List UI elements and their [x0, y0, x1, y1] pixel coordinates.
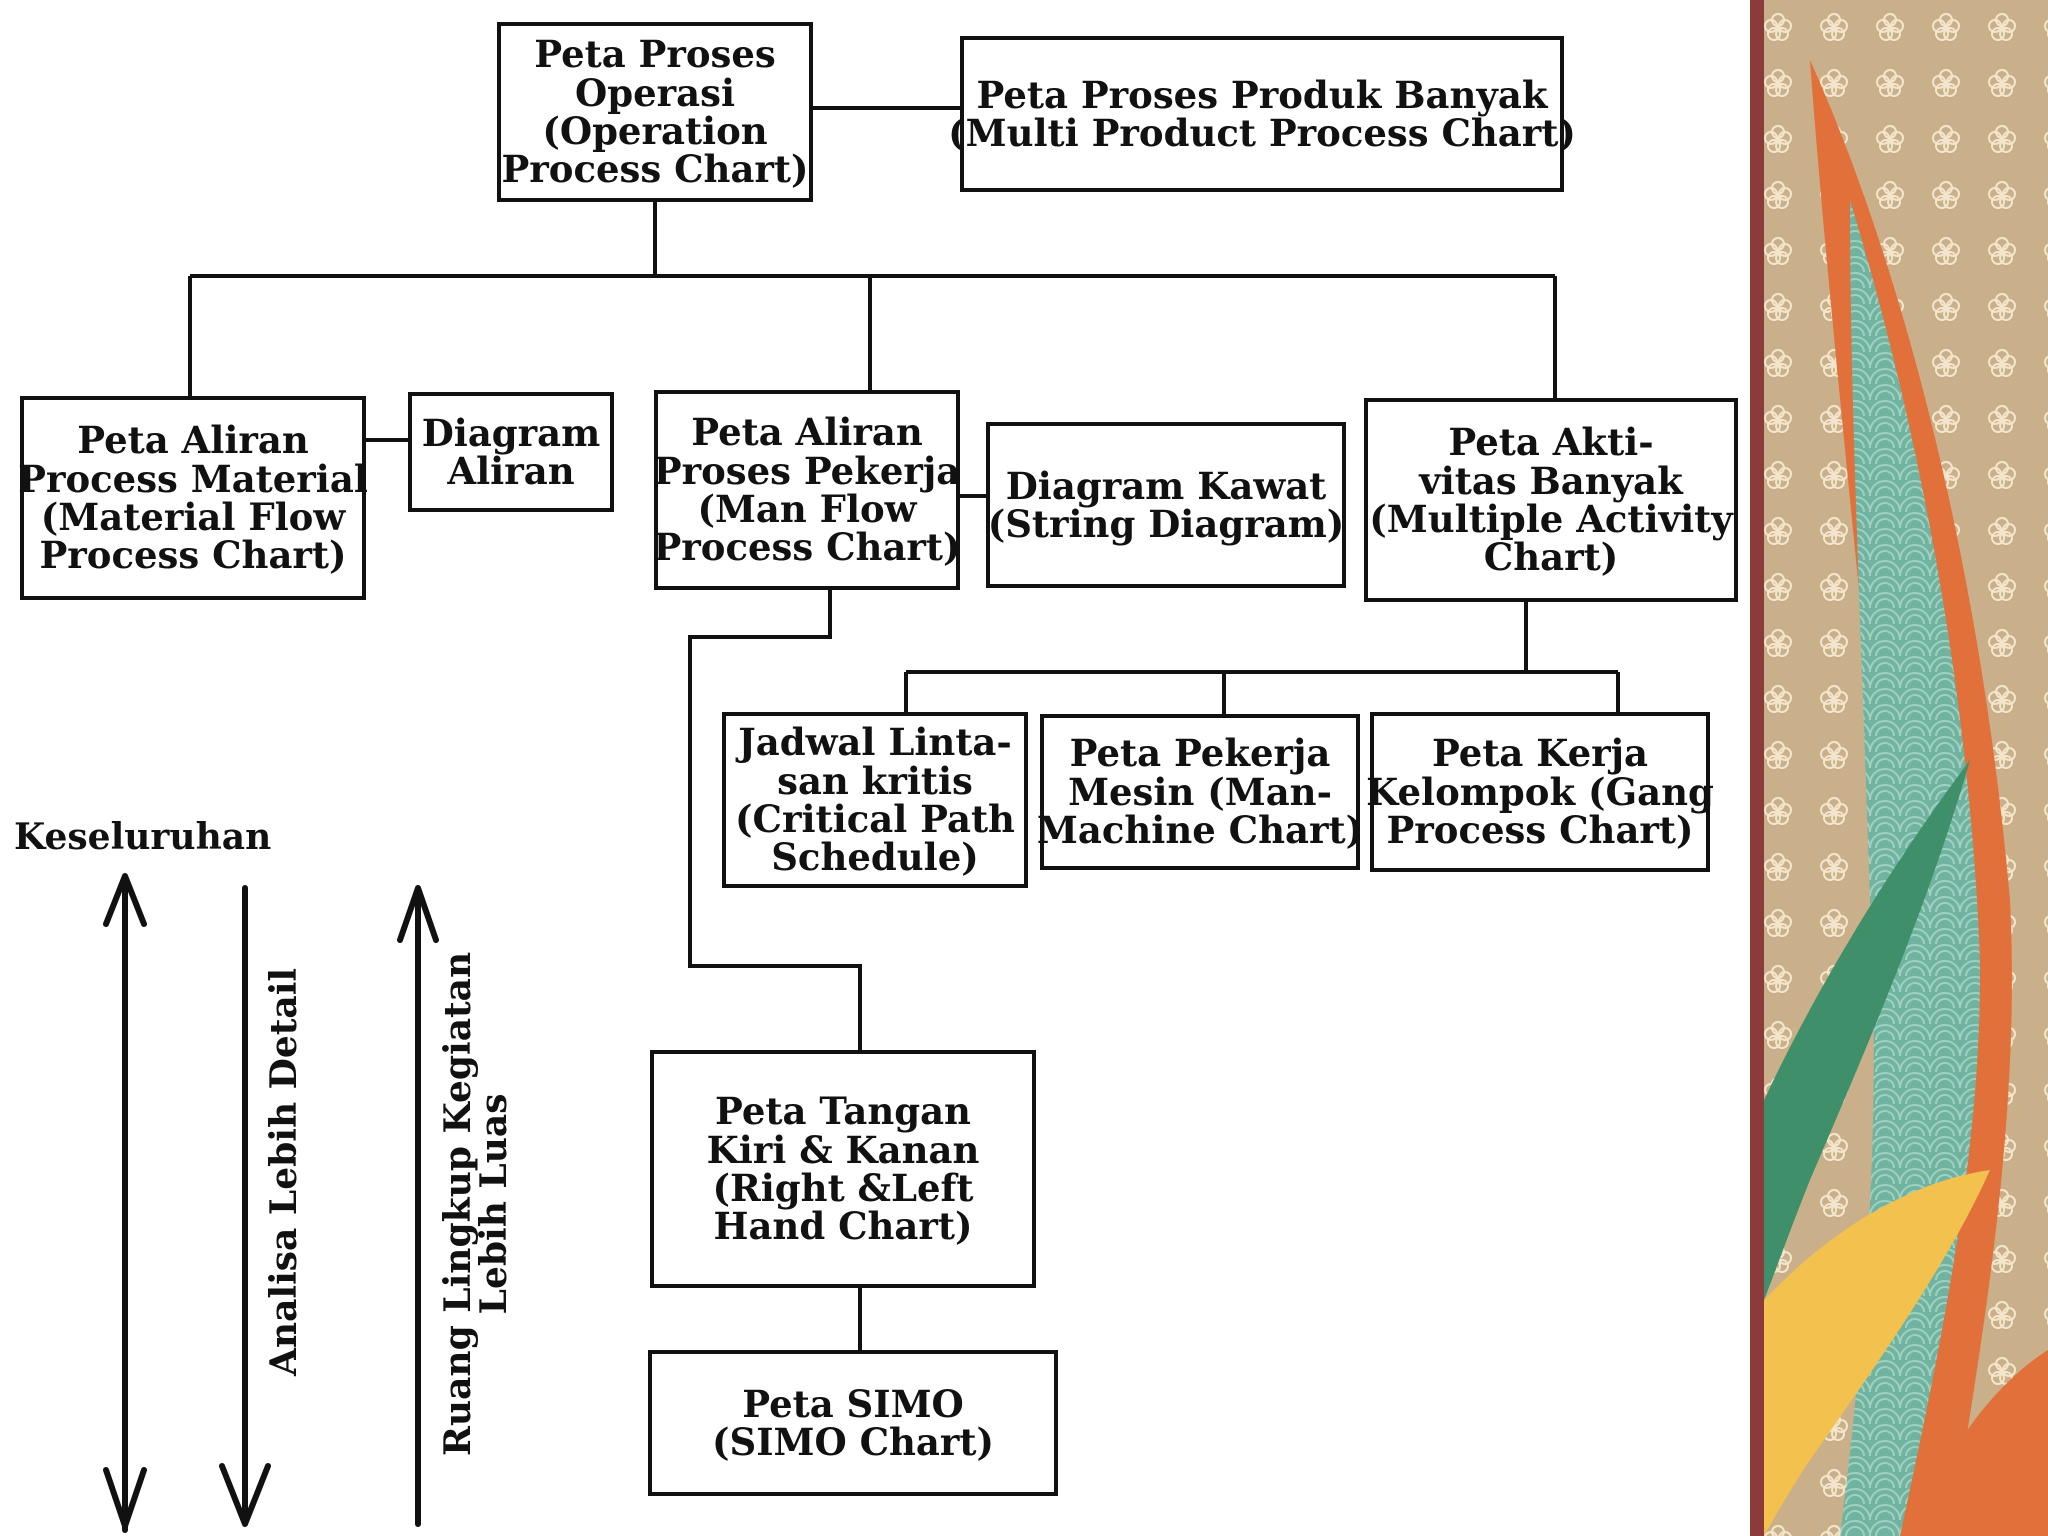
node-multiple-activity-chart: Peta Akti- vitas Banyak (Multiple Activi… — [1364, 398, 1738, 602]
node-man-flow-process-chart: Peta Aliran Proses Pekerja (Man Flow Pro… — [653, 390, 961, 590]
node-string-diagram: Diagram Kawat (String Diagram) — [986, 422, 1346, 588]
node-man-machine-chart: Peta Pekerja Mesin (Man- Machine Chart) — [1037, 714, 1363, 870]
node-material-flow-process-chart: Peta Aliran Process Material (Material F… — [18, 396, 368, 600]
label-more-detailed-analysis: Analisa Lebih Detail — [263, 967, 305, 1376]
deco-orange-corner — [1910, 1350, 2048, 1536]
arrow-overall-up-head — [103, 873, 147, 927]
process-chart-diagram: Peta Proses Operasi (Operation Process C… — [14, 22, 1738, 1533]
connector-lines — [103, 106, 1620, 1533]
node-simo-chart: Peta SIMO (SIMO Chart) — [648, 1350, 1058, 1496]
arrow-detail-down-head — [219, 1463, 271, 1527]
arrow-scope-up-head — [397, 885, 439, 943]
decorative-side-panel — [1750, 0, 2048, 1536]
node-gang-process-chart: Peta Kerja Kelompok (Gang Process Chart) — [1366, 712, 1714, 872]
connector-manflow-handchart — [688, 590, 862, 1052]
node-operation-process-chart: Peta Proses Operasi (Operation Process C… — [497, 22, 813, 202]
node-right-left-hand-chart: Peta Tangan Kiri & Kanan (Right &Left Ha… — [650, 1050, 1036, 1288]
label-overall: Keseluruhan — [14, 816, 272, 858]
deco-green-leaf — [1764, 760, 1970, 1300]
node-multi-product-process-chart: Peta Proses Produk Banyak (Multi Product… — [948, 36, 1576, 192]
deco-maroon-strip — [1750, 0, 1764, 1536]
deco-yellow-leaf — [1764, 1170, 1990, 1536]
node-flow-diagram: Diagram Aliran — [408, 392, 614, 512]
arrow-overall-down-head — [103, 1467, 147, 1529]
node-critical-path-schedule: Jadwal Linta- san kritis (Critical Path … — [722, 712, 1028, 888]
label-wider-scope: Ruang Lingkup Kegiatan Lebih Luas — [437, 951, 515, 1456]
